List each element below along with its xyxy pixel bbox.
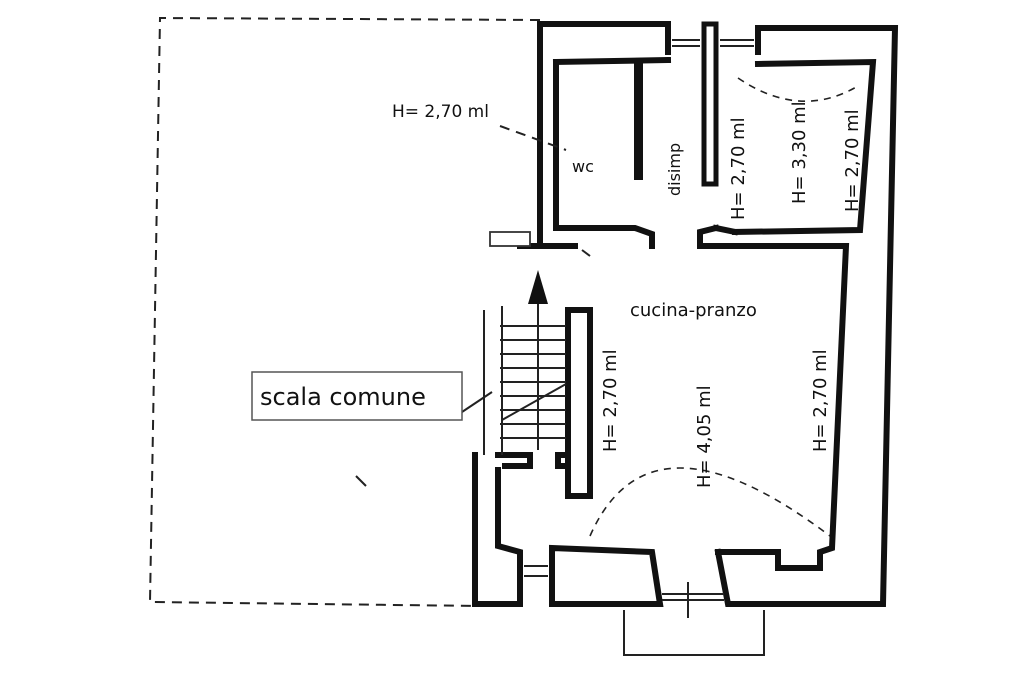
tick-mark bbox=[355, 475, 367, 487]
staircase bbox=[483, 270, 567, 455]
door-arc-top bbox=[737, 77, 859, 102]
wall-right-kitchen bbox=[702, 243, 850, 571]
partition-stair bbox=[565, 307, 593, 499]
scala-label-box bbox=[251, 371, 463, 421]
tick-mark-2 bbox=[581, 249, 591, 257]
partition-disimp bbox=[701, 21, 719, 187]
partition-wc bbox=[634, 62, 643, 180]
dashed-boundary bbox=[148, 16, 541, 607]
window-bottom bbox=[662, 582, 724, 618]
label-height-disimp: H= 2,70 ml bbox=[728, 117, 749, 220]
label-height-stair: H= 2,70 ml bbox=[600, 349, 621, 452]
inner-wall-mid bbox=[697, 224, 739, 249]
door-arc-kitchen bbox=[589, 467, 831, 537]
window-left bbox=[524, 565, 548, 577]
label-cucina-pranzo: cucina-pranzo bbox=[630, 300, 757, 321]
label-disimp: disimp bbox=[665, 143, 684, 196]
window-top bbox=[672, 39, 754, 47]
inner-wall-top bbox=[552, 56, 877, 236]
outer-wall-bottom bbox=[549, 544, 664, 607]
label-scala-comune: scala comune bbox=[260, 383, 426, 411]
outer-wall-right bbox=[714, 25, 899, 607]
inner-wall-wc bbox=[553, 59, 655, 249]
label-height-center: H= 4,05 ml bbox=[694, 385, 715, 488]
outer-wall-left-lower bbox=[472, 452, 523, 607]
label-height-room-b: H= 2,70 ml bbox=[842, 109, 863, 212]
label-height-right: H= 2,70 ml bbox=[810, 349, 831, 452]
wall-stair-block bbox=[495, 452, 573, 469]
leader-scala bbox=[461, 391, 493, 413]
label-height-room-a: H= 3,30 ml bbox=[789, 101, 810, 204]
label-height-wc: H= 2,70 ml bbox=[392, 102, 489, 122]
leader-wc bbox=[499, 125, 567, 151]
wall-stub bbox=[489, 231, 531, 247]
balcony bbox=[623, 610, 765, 656]
label-wc: wc bbox=[572, 157, 594, 176]
outer-wall bbox=[517, 21, 671, 249]
